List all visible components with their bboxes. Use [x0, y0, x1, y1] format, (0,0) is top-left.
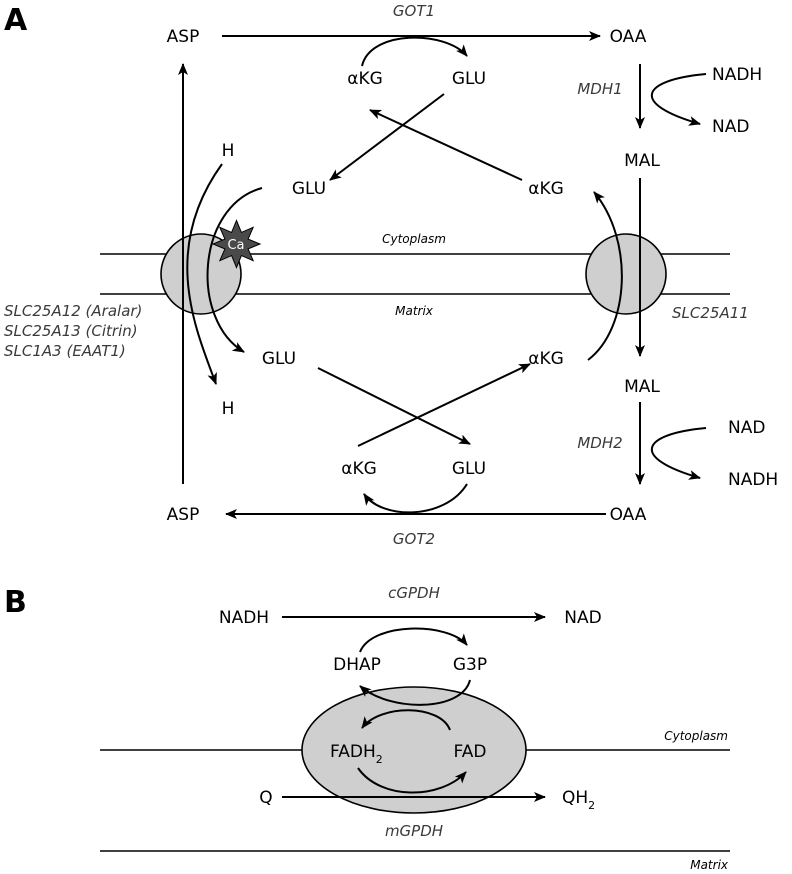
- glu-cyto-label: GLU: [292, 179, 326, 199]
- glu-to-got2-arrow: [317, 367, 471, 445]
- panel-label-a: A: [4, 3, 28, 38]
- asp-matrix-label: ASP: [167, 505, 200, 525]
- fad-reduction-arrow: [361, 709, 451, 731]
- nadh-top-label: NADH: [712, 65, 762, 85]
- fadh2-oxidation-arrow: [357, 767, 467, 794]
- oaa-cyto-label: OAA: [610, 27, 647, 47]
- akg-matrix-left-label: αKG: [341, 459, 377, 479]
- qh2-label: QH2: [562, 788, 595, 812]
- mal-matrix-label: MAL: [624, 377, 660, 397]
- mdh2-cofactor-arrow: [650, 427, 707, 480]
- matrix-label-a: Matrix: [395, 304, 434, 318]
- carrier-aralar-label: SLC25A12 (Aralar): [4, 302, 142, 320]
- matrix-label-b: Matrix: [690, 858, 729, 872]
- mgpdh-enzyme: [301, 686, 527, 814]
- h-cyto-label: H: [222, 141, 235, 161]
- fad-label: FAD: [454, 742, 487, 762]
- slc25a11-label: SLC25A11: [672, 304, 749, 322]
- cgpdh-cofactor-arrow: [359, 627, 468, 653]
- g3p-label: G3P: [453, 655, 487, 675]
- akg-to-carrier-arrow: [357, 363, 531, 447]
- akg-cyto-left-label: αKG: [347, 69, 383, 89]
- carrier-eaat1-label: SLC1A3 (EAAT1): [4, 342, 126, 360]
- asp-cyto-label: ASP: [167, 27, 200, 47]
- nad-bottom-label: NAD: [728, 418, 765, 438]
- mdh1-label: MDH1: [577, 80, 622, 98]
- akg-cyto-label: αKG: [528, 179, 564, 199]
- fadh2-label: FADH2: [330, 742, 383, 766]
- akg-to-got1-arrow: [369, 109, 523, 181]
- g3p-oxidation-arrow: [359, 679, 471, 706]
- mdh1-cofactor-arrow: [650, 73, 707, 126]
- got2-label: GOT2: [393, 530, 435, 548]
- q-label: Q: [259, 788, 272, 808]
- dhap-label: DHAP: [333, 655, 381, 675]
- fadh2-subscript: 2: [376, 753, 383, 766]
- ogc-transporter: [585, 233, 667, 315]
- glu-cyto-right-label: GLU: [452, 69, 486, 89]
- glu-to-carrier-arrow: [329, 93, 445, 181]
- cgpdh-label: cGPDH: [388, 584, 440, 602]
- nad-top-label: NAD: [712, 117, 749, 137]
- qh2-subscript: 2: [588, 799, 595, 812]
- got1-label: GOT1: [393, 2, 435, 20]
- aralar-transporter: [160, 233, 242, 315]
- glu-import-arrow: [206, 187, 263, 353]
- nadh-bottom-label: NADH: [728, 470, 778, 490]
- akg-matrix-label: αKG: [528, 349, 564, 369]
- nad-b-label: NAD: [564, 608, 601, 628]
- proton-arrow: [186, 163, 223, 385]
- mal-cyto-label: MAL: [624, 151, 660, 171]
- oaa-matrix-label: OAA: [610, 505, 647, 525]
- calcium-star-icon: [211, 219, 262, 269]
- mgpdh-label: mGPDH: [385, 822, 443, 840]
- glu-matrix-right-label: GLU: [452, 459, 486, 479]
- akg-export-arrow: [587, 191, 623, 361]
- calcium-label: Ca: [227, 238, 244, 253]
- h-matrix-label: H: [222, 399, 235, 419]
- got1-cofactor-arrow: [361, 36, 468, 67]
- got2-cofactor-arrow: [363, 483, 468, 514]
- panel-label-b: B: [4, 585, 27, 620]
- cytoplasm-label-b: Cytoplasm: [664, 729, 728, 743]
- carrier-citrin-label: SLC25A13 (Citrin): [4, 322, 138, 340]
- glu-matrix-label: GLU: [262, 349, 296, 369]
- fadh2-main: FADH: [330, 742, 376, 762]
- mdh2-label: MDH2: [577, 434, 622, 452]
- qh2-main: QH: [562, 788, 588, 808]
- cytoplasm-label-a: Cytoplasm: [382, 232, 446, 246]
- nadh-b-label: NADH: [219, 608, 269, 628]
